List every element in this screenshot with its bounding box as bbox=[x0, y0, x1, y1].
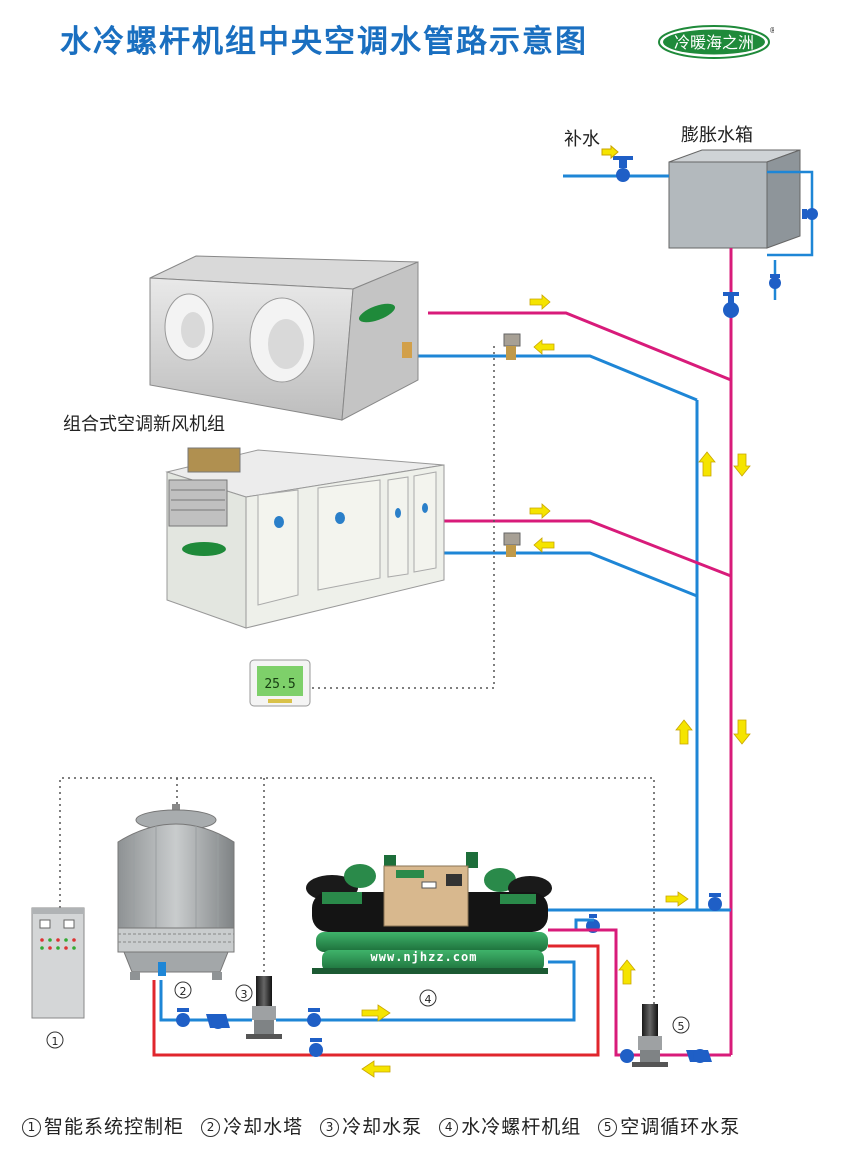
equipment-number-4: 4 bbox=[425, 993, 432, 1006]
makeup-valve-icon bbox=[613, 156, 633, 182]
arrow-icon bbox=[698, 451, 716, 477]
ahu-label: 组合式空调新风机组 bbox=[63, 414, 225, 435]
thermostat-reading: 25.5 bbox=[264, 677, 295, 692]
control-cabinet bbox=[31, 907, 85, 1019]
brand-logo: 冷暖海之洲 ® bbox=[658, 25, 774, 59]
makeup-water-label: 补水 bbox=[564, 129, 600, 150]
arrow-icon bbox=[618, 959, 636, 985]
arrow-icon bbox=[665, 891, 689, 907]
cooling-water-pump-icon bbox=[246, 976, 282, 1039]
strainer-icon bbox=[206, 1014, 230, 1029]
cooling-valve-icon bbox=[176, 1008, 190, 1027]
control-wire bbox=[312, 346, 495, 689]
logo-text: 冷暖海之洲 bbox=[674, 33, 754, 52]
svg-text:®: ® bbox=[769, 26, 774, 35]
circulation-valve-icon bbox=[620, 1049, 634, 1063]
equipment-number-1: 1 bbox=[52, 1035, 59, 1048]
arrow-icon bbox=[533, 339, 555, 355]
arrow-icon bbox=[529, 503, 551, 519]
cooling-valve-icon bbox=[307, 1008, 321, 1027]
equipment-number-5: 5 bbox=[678, 1020, 685, 1033]
expansion-tank bbox=[668, 149, 801, 249]
equipment-number-3: 3 bbox=[241, 988, 248, 1001]
chilled-water-valve-icon bbox=[708, 893, 722, 911]
arrow-icon bbox=[733, 453, 751, 477]
cooling-valve-icon bbox=[309, 1038, 323, 1057]
arrow-icon bbox=[733, 719, 751, 745]
riser-valve-icon bbox=[723, 292, 739, 318]
screw-chiller bbox=[306, 852, 552, 974]
cooling-tower bbox=[117, 804, 235, 980]
ahu2-control-valve-icon bbox=[503, 532, 521, 557]
expansion-tank-label: 膨胀水箱 bbox=[681, 125, 753, 146]
arrow-icon bbox=[601, 144, 619, 160]
ahu1-control-valve-icon bbox=[503, 333, 521, 360]
fresh-air-unit-ceiling bbox=[149, 255, 419, 421]
drain-valve-icon bbox=[769, 274, 781, 289]
equipment-number-2: 2 bbox=[180, 985, 187, 998]
arrow-icon bbox=[361, 1060, 391, 1078]
page-title: 水冷螺杆机组中央空调水管路示意图 bbox=[60, 24, 588, 60]
arrow-icon bbox=[529, 294, 551, 310]
website-label: www.njhzz.com bbox=[371, 950, 478, 964]
thermostat-panel: 25.5 bbox=[249, 659, 311, 707]
arrow-icon bbox=[361, 1004, 391, 1022]
overflow-valve-icon bbox=[802, 208, 818, 220]
arrow-icon bbox=[675, 719, 693, 745]
strainer-icon bbox=[686, 1049, 712, 1063]
control-wire bbox=[59, 777, 655, 1020]
arrow-icon bbox=[533, 537, 555, 553]
air-handling-unit bbox=[165, 447, 445, 629]
circulation-water-pump-icon bbox=[632, 1004, 668, 1067]
